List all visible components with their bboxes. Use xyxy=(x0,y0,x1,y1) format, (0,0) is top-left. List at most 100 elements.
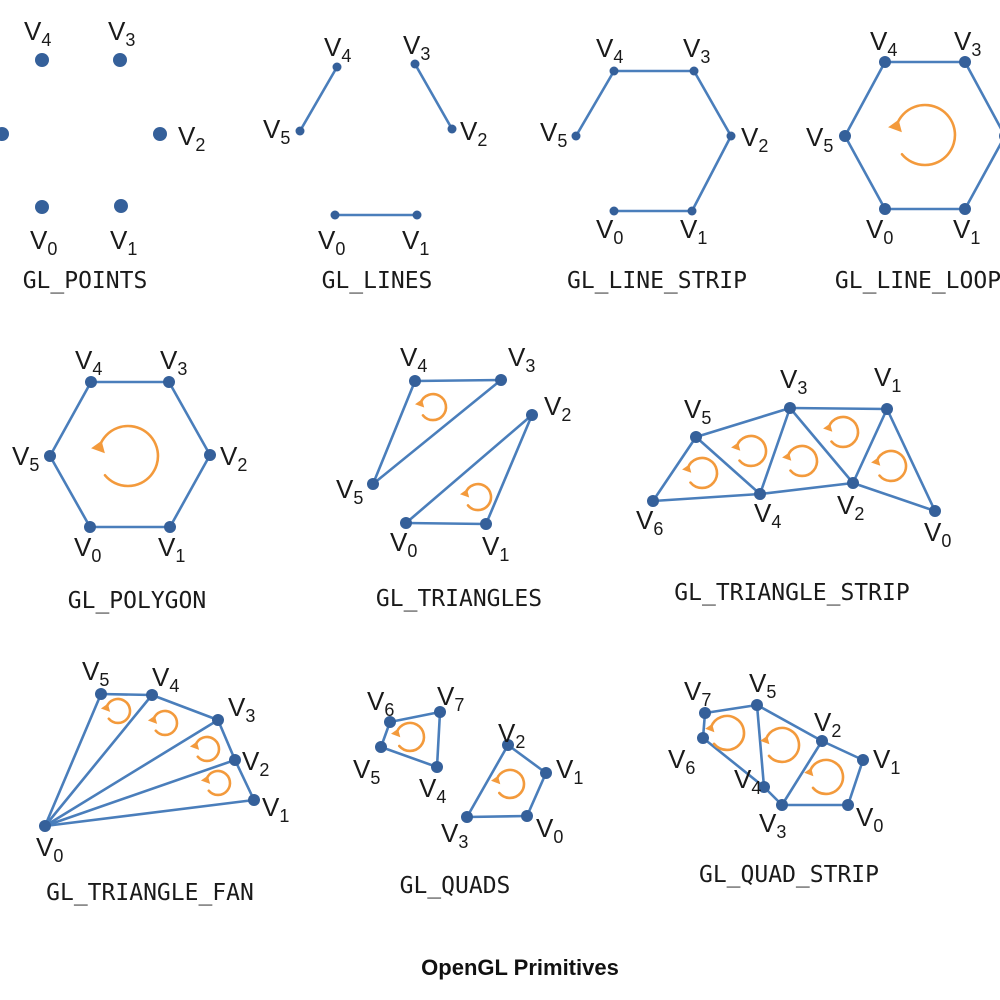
winding-arc xyxy=(194,735,221,763)
vertex-label-v4: V4 xyxy=(75,345,102,379)
edge xyxy=(216,718,237,762)
winding-arc xyxy=(808,758,845,796)
vertex-v5 xyxy=(375,741,387,753)
vertex-label-v0: V0 xyxy=(856,802,883,836)
vertex-label-v6: V6 xyxy=(668,744,695,778)
edge xyxy=(404,413,534,525)
vertex-v3 xyxy=(212,714,224,726)
vertex-v3 xyxy=(113,53,127,67)
vertex-v0 xyxy=(39,820,51,832)
vertex-v5 xyxy=(751,699,763,711)
winding-arc xyxy=(98,424,160,488)
edge xyxy=(651,492,762,503)
edge xyxy=(379,745,439,769)
edge xyxy=(963,60,1000,130)
vertex-label-v7: V7 xyxy=(437,681,464,715)
vertex-v1 xyxy=(248,794,260,806)
vertex-label-v3: V3 xyxy=(508,342,535,376)
winding-arrowhead xyxy=(100,703,111,712)
vertex-v1 xyxy=(480,518,492,530)
winding-arc xyxy=(735,434,768,468)
edge xyxy=(703,703,759,715)
edge xyxy=(788,406,855,485)
edge xyxy=(371,379,417,486)
edge xyxy=(371,378,503,486)
vertex-v0 xyxy=(35,200,49,214)
vertex-label-v0: V0 xyxy=(30,225,57,259)
vertex-label-v0: V0 xyxy=(36,832,63,866)
edge xyxy=(574,69,616,138)
caption-line-loop: GL_LINE_LOOP xyxy=(835,268,1000,294)
vertex-v5 xyxy=(95,688,107,700)
edge xyxy=(43,798,256,828)
vertex-label-v0: V0 xyxy=(924,517,951,551)
vertex-v2 xyxy=(526,409,538,421)
edge xyxy=(465,743,510,819)
vertex-label-v0: V0 xyxy=(866,214,893,248)
vertex-label-v4: V4 xyxy=(870,26,897,60)
winding-arrowhead xyxy=(760,735,770,745)
vertex-label-v5: V5 xyxy=(684,394,711,428)
vertex-v2 xyxy=(847,477,859,489)
edge xyxy=(404,521,488,526)
winding-arrowhead xyxy=(804,767,814,777)
winding-arc xyxy=(419,392,448,422)
vertex-v0 xyxy=(521,810,533,822)
vertex-v5 xyxy=(571,131,581,141)
vertex-label-v5: V5 xyxy=(353,754,380,788)
vertex-v2 xyxy=(816,735,828,747)
vertex-label-v2: V2 xyxy=(242,746,269,780)
winding-arrowhead xyxy=(888,119,902,133)
edge xyxy=(843,60,887,138)
winding-arrowhead xyxy=(705,723,715,733)
vertex-v4 xyxy=(332,62,342,72)
vertex-v5 xyxy=(690,431,702,443)
vertex-label-v3: V3 xyxy=(441,818,468,852)
edge xyxy=(167,380,212,457)
edge xyxy=(388,710,442,724)
caption-quad-strip: GL_QUAD_STRIP xyxy=(699,862,879,888)
vertex-v1 xyxy=(114,199,128,213)
edge xyxy=(758,406,792,496)
vertex-v1 xyxy=(164,521,176,533)
edge xyxy=(43,718,220,828)
vertex-label-v3: V3 xyxy=(683,33,710,67)
winding-arc xyxy=(895,103,957,167)
edge xyxy=(885,407,937,513)
vertex-label-v0: V0 xyxy=(536,813,563,847)
vertex-label-v1: V1 xyxy=(874,362,901,396)
vertex-label-v2: V2 xyxy=(544,391,571,425)
vertex-label-v3: V3 xyxy=(403,30,430,64)
caption-lines: GL_LINES xyxy=(322,268,433,294)
edge xyxy=(846,758,865,807)
vertex-v5 xyxy=(839,130,851,142)
vertex-v1 xyxy=(881,403,893,415)
vertex-v4 xyxy=(754,488,766,500)
vertex-label-v1: V1 xyxy=(873,744,900,778)
vertex-label-v2: V2 xyxy=(498,718,525,752)
winding-arrowhead xyxy=(682,464,692,473)
vertex-label-v0: V0 xyxy=(596,214,623,248)
vertex-label-v1: V1 xyxy=(482,531,509,565)
edge xyxy=(694,435,762,496)
vertex-label-v1: V1 xyxy=(402,225,429,259)
vertex-v0 xyxy=(929,505,941,517)
vertex-label-v5: V5 xyxy=(540,117,567,151)
edge xyxy=(465,814,529,819)
edge xyxy=(788,406,889,411)
edge xyxy=(851,481,937,513)
winding-arc xyxy=(152,709,179,737)
vertex-label-v6: V6 xyxy=(367,686,394,720)
vertex-v0 xyxy=(84,521,96,533)
edge xyxy=(413,62,454,131)
edge xyxy=(43,692,103,828)
edge xyxy=(48,454,92,529)
edge xyxy=(758,481,855,496)
vertex-label-v4: V4 xyxy=(419,773,446,807)
winding-arc xyxy=(786,444,819,478)
caption-triangle-strip: GL_TRIANGLE_STRIP xyxy=(674,580,909,606)
